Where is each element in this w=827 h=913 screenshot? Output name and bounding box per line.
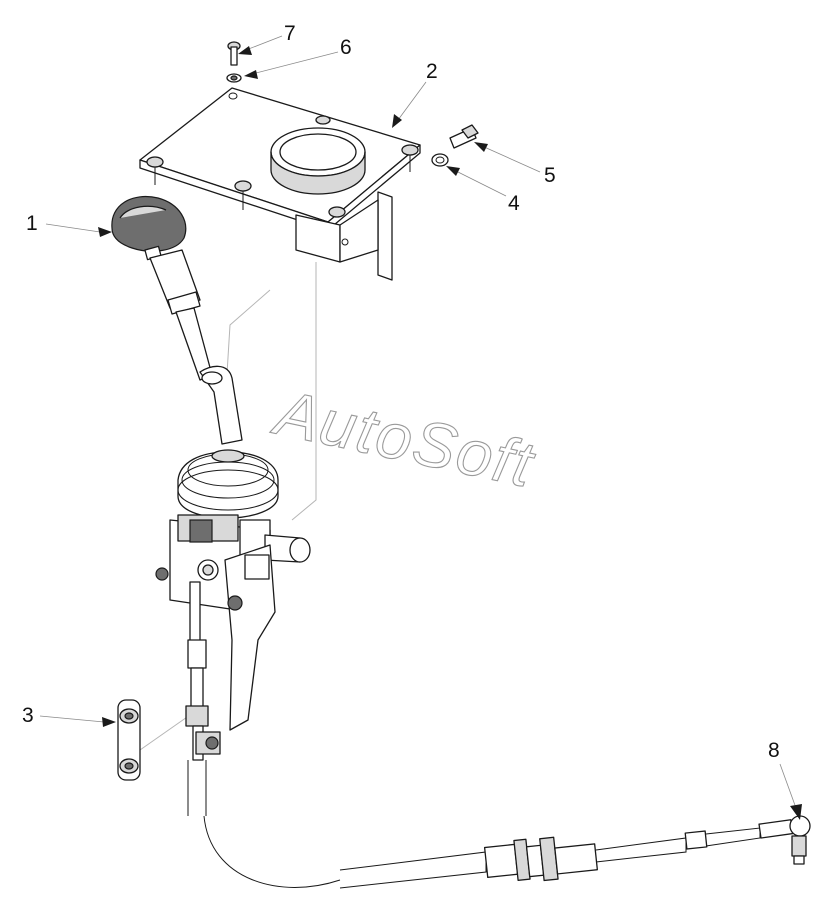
assembly-guide-lines: [139, 262, 317, 751]
cable-clamp: [117, 699, 141, 781]
callout-4: 4: [508, 192, 520, 215]
callout-leaders: [39, 35, 802, 820]
watermark: AutoSoft: [266, 375, 541, 501]
mounting-plate: [139, 87, 421, 281]
callout-2: 2: [426, 60, 438, 83]
washer-6: [226, 73, 242, 83]
shifter-boot: [177, 449, 279, 519]
shift-knob: [111, 196, 187, 261]
callout-6: 6: [340, 36, 352, 59]
shift-lever: [149, 249, 243, 445]
control-cable: [187, 760, 811, 889]
callout-1: 1: [26, 212, 38, 235]
callout-7: 7: [284, 22, 296, 45]
callout-3: 3: [22, 704, 34, 727]
bolt-7: [227, 41, 241, 66]
washer-4: [431, 153, 449, 167]
bolt-5: [449, 124, 479, 149]
callout-5: 5: [544, 164, 556, 187]
shifter-mechanism: [155, 514, 311, 761]
callout-8: 8: [768, 739, 780, 762]
